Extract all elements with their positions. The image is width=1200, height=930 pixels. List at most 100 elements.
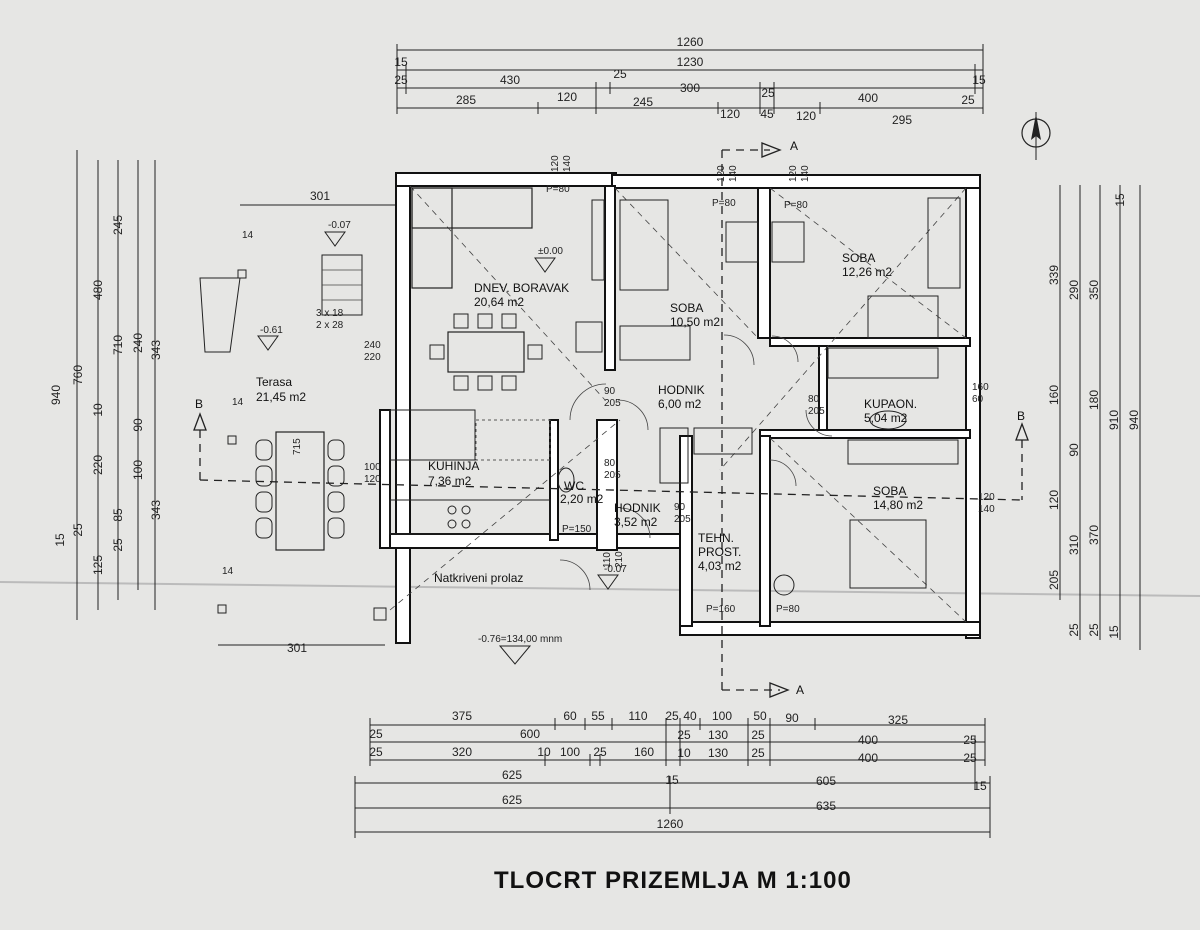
win-r2-140: 140 [800, 165, 811, 182]
col-14a: 14 [242, 230, 254, 241]
dim-bot-3k: 25 [963, 751, 977, 765]
left-dimensions: 940 760 25 15 480 220 10 125 245 710 85 … [49, 150, 395, 655]
level-grade: -0.76=134,00 mnm [478, 634, 562, 645]
room3-name: SOBA [873, 484, 906, 498]
parapet-tech: P=160 [706, 604, 736, 615]
dim-bot-2g: 25 [963, 733, 977, 747]
dim-bot-4a: 625 [502, 768, 522, 782]
dim-bot-4b: 15 [665, 773, 679, 787]
dim-bot-3d: 100 [560, 745, 580, 759]
dim-bot-1e: 25 [665, 709, 679, 723]
win-r1-140: 140 [728, 165, 739, 182]
living-level: ±0.00 [538, 246, 563, 257]
win-r3-140: 140 [978, 504, 995, 515]
level-triangle-icon [597, 574, 619, 590]
dim-top-4c: 245 [633, 95, 653, 109]
level-terrace: -0.07 [328, 220, 351, 231]
stair-3x18: 3 x 18 [316, 308, 344, 319]
dim-right-15: 15 [1113, 193, 1127, 207]
dim-bot-1g: 100 [712, 709, 732, 723]
hall2-name: HODNIK [614, 501, 661, 515]
level-passage: -0.07 [604, 564, 627, 575]
dim-bot-3g: 10 [677, 746, 691, 760]
door-bath-205: 205 [808, 406, 825, 417]
dim-terrace-bottom: 301 [287, 641, 307, 655]
desk-icon [725, 221, 759, 263]
dim-top-2a: 15 [394, 55, 408, 69]
opening-annotations: P=80 P=80 P=80 P=160 P=80 P=150 120 140 … [222, 155, 995, 615]
win-r1-120: 120 [716, 165, 727, 182]
dim-left-240: 240 [131, 333, 145, 353]
dim-left-100: 100 [131, 460, 145, 480]
dim-left-85: 85 [111, 508, 125, 522]
dim-bot-2a: 25 [369, 727, 383, 741]
dim-top-3a: 25 [394, 73, 408, 87]
passage-name: Natkriveni prolaz [434, 571, 523, 585]
level-triangle-icon [257, 335, 279, 351]
dim-left-125: 125 [91, 555, 105, 575]
door-wc-205: 205 [604, 470, 621, 481]
section-lines: A A B B [193, 139, 1029, 698]
dim-right-940: 940 [1127, 410, 1141, 430]
wc-name: WC [564, 479, 584, 493]
dim-right-290: 290 [1067, 280, 1081, 300]
living-area: 20,64 m2 [474, 295, 524, 309]
door-hall-90: 90 [604, 386, 616, 397]
dim-left-343b: 343 [149, 500, 163, 520]
bath-name: KUPAON. [864, 397, 917, 411]
dim-left-245: 245 [111, 215, 125, 235]
door-bath-80: 80 [808, 394, 820, 405]
dim-right-350: 350 [1087, 280, 1101, 300]
kitchen-name: KUHINJA [428, 459, 479, 473]
dim-left-25: 25 [71, 523, 85, 537]
dim-left-710: 710 [111, 335, 125, 355]
dim-bot-6: 1260 [657, 817, 684, 831]
dim-bot-1d: 110 [628, 709, 647, 723]
dim-bot-3a: 25 [369, 745, 383, 759]
door-tech-205: 205 [674, 514, 691, 525]
bed-icon [619, 199, 669, 291]
dim-bot-3c: 10 [537, 745, 551, 759]
top-dimensions: 1260 15 1230 15 25 430 25 300 25 400 25 … [394, 35, 986, 127]
dim-right-25b: 25 [1087, 623, 1101, 637]
hall2-area: 3,52 m2 [614, 515, 658, 529]
level-markers [257, 231, 619, 665]
dim-right-205: 205 [1047, 570, 1061, 590]
level-outdoor: -0.61 [260, 325, 283, 336]
parapet-wc: P=150 [562, 524, 592, 535]
dim-bot-3j: 400 [858, 751, 878, 765]
dim-right-370: 370 [1087, 525, 1101, 545]
bed-room2-icon [867, 295, 939, 339]
dim-bot-1c: 55 [591, 709, 605, 723]
dim-left-480: 480 [91, 280, 105, 300]
dim-left-220: 220 [91, 455, 105, 475]
dim-bot-3h: 130 [708, 746, 728, 760]
parapet-room3: P=80 [776, 604, 800, 615]
bed-room3-icon [849, 519, 927, 589]
section-label-b-right: B [1017, 409, 1025, 423]
north-arrow-icon [1021, 112, 1051, 160]
dim-top-4d: 120 [720, 107, 740, 121]
dim-bot-4d: 15 [973, 779, 987, 793]
door-wc-80: 80 [604, 458, 616, 469]
section-arrow-b-right-icon [1015, 422, 1029, 441]
dim-bot-3e: 25 [593, 745, 607, 759]
terrace-area: 21,45 m2 [256, 390, 306, 404]
door-pass-210: 210 [614, 551, 625, 568]
sink-icon [869, 410, 907, 430]
dim-bot-2c: 25 [677, 728, 691, 742]
section-label-a-top: A [790, 139, 798, 153]
dim-bot-1b: 60 [563, 709, 577, 723]
room2-name: SOBA [842, 251, 875, 265]
dim-right-180: 180 [1087, 390, 1101, 410]
dim-right-25a: 25 [1067, 623, 1081, 637]
dim-bot-3f: 160 [634, 745, 654, 759]
dim-bot-3b: 320 [452, 745, 472, 759]
dim-bot-1j: 325 [888, 713, 908, 727]
bottom-dimensions: 375 60 55 110 25 40 100 50 90 325 25 600… [354, 709, 991, 838]
dim-right-339: 339 [1047, 265, 1061, 285]
dim-terrace-top: 301 [310, 189, 330, 203]
dim-left-940: 940 [49, 385, 63, 405]
section-arrow-b-left-icon [193, 412, 207, 431]
level-triangle-icon [324, 231, 346, 247]
